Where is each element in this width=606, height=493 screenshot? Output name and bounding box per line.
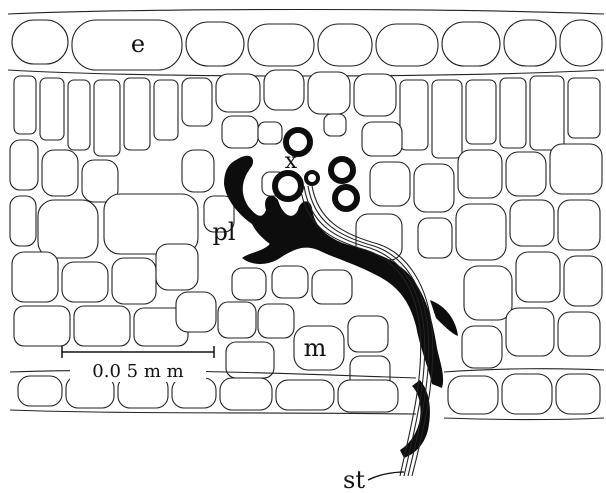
- stylet-leader-line: [368, 472, 404, 480]
- label-stylet: st: [343, 466, 365, 493]
- label-mesophyll: m: [304, 334, 327, 362]
- label-epidermis: e: [131, 30, 145, 58]
- scale-bar-label: 0.0 5 m m: [92, 361, 183, 382]
- label-xylem: x: [285, 149, 298, 174]
- label-plasmodium: pl: [212, 218, 235, 246]
- mesophyll-right: [414, 144, 602, 368]
- mesophyll-left: [10, 140, 234, 346]
- upper-epidermis: [8, 10, 604, 77]
- scale-bar: 0.0 5 m m: [62, 346, 214, 382]
